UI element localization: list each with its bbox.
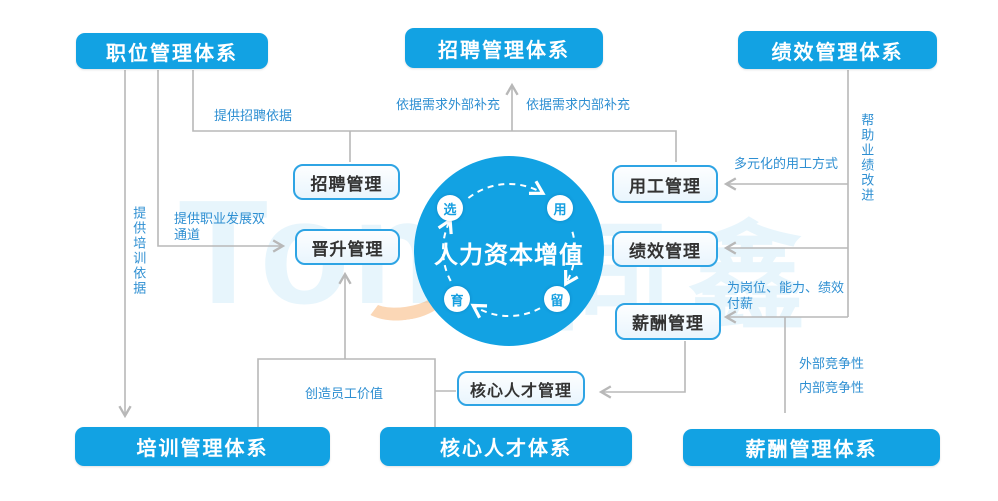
- cycle-arc-use-retain: [564, 231, 579, 287]
- module-performance: 绩效管理: [612, 231, 718, 267]
- cycle-arc-develop-select: [437, 217, 453, 282]
- label-dual-career-channel: 提供职业发展双通道: [174, 211, 266, 243]
- label-diversified-employment: 多元化的用工方式: [734, 156, 839, 171]
- cycle-arc-select-use: [467, 180, 546, 199]
- label-internal-supplement: 依据需求内部补充: [526, 97, 631, 112]
- edge-position-to-promotion: [157, 70, 286, 253]
- label-provide-training-basis: 提供培训依据: [131, 206, 147, 296]
- label-pay-basis: 为岗位、能力、绩效付薪: [727, 280, 845, 312]
- cycle-node-retain: 留: [544, 286, 570, 312]
- edge-compensation-to-core-talent: [598, 341, 686, 399]
- module-compensation: 薪酬管理: [615, 303, 721, 340]
- banner-core-talent-system: 核心人才体系: [380, 427, 632, 466]
- cycle-node-select: 选: [437, 195, 463, 221]
- cycle-dashed-arrows: [437, 180, 579, 319]
- label-external-supplement: 依据需求外部补充: [396, 97, 501, 112]
- cycle-node-develop: 育: [444, 286, 470, 312]
- banner-compensation-system: 薪酬管理体系: [683, 429, 940, 466]
- cycle-node-use: 用: [547, 195, 573, 221]
- center-circle-title: 人力资本增值: [434, 242, 584, 269]
- label-internal-competitiveness: 内部竞争性: [799, 380, 865, 395]
- label-help-performance-improve: 帮助业绩改进: [859, 113, 875, 203]
- banner-position-system: 职位管理体系: [76, 33, 268, 69]
- module-promotion: 晋升管理: [295, 229, 400, 265]
- module-employment: 用工管理: [612, 165, 718, 203]
- banner-recruitment-system: 招聘管理体系: [405, 28, 603, 68]
- label-provide-recruitment-basis: 提供招聘依据: [214, 108, 293, 123]
- edge-position-bus: [192, 70, 677, 162]
- edge-training-core-bus: [257, 358, 436, 427]
- label-external-competitiveness: 外部竞争性: [799, 356, 865, 371]
- module-core-talent: 核心人才管理: [457, 371, 585, 406]
- gray-connectors: [118, 70, 849, 427]
- module-recruitment: 招聘管理: [293, 164, 400, 200]
- banner-training-system: 培训管理体系: [75, 427, 330, 466]
- cycle-arc-retain-develop: [470, 303, 541, 319]
- label-create-employee-value: 创造员工价值: [305, 386, 384, 401]
- banner-performance-system: 绩效管理体系: [738, 31, 937, 69]
